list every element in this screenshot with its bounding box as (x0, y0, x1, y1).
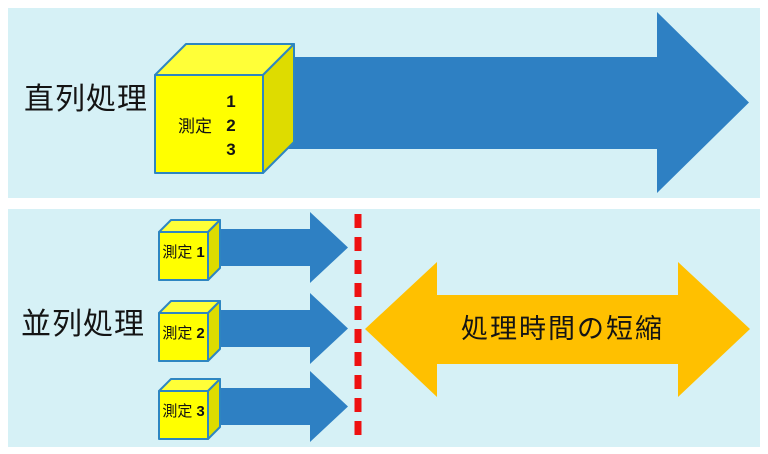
parallel-arrow-1 (214, 212, 348, 283)
serial-cube-number-2: 2 (226, 116, 236, 135)
parallel-arrow-2 (214, 293, 348, 364)
serial-cube-label: 測定 (178, 117, 212, 136)
parallel-row-2 (158, 293, 348, 364)
serial-cube-number-3: 3 (226, 140, 236, 159)
parallel-arrow-3 (214, 371, 348, 442)
parallel-cube-1-word: 測定 (162, 244, 193, 261)
time-reduction-label: 処理時間の短縮 (461, 314, 664, 344)
serial-cube-front-face (154, 74, 264, 174)
serial-cube (154, 43, 295, 174)
parallel-cube-3-number: 3 (196, 403, 205, 420)
parallel-cube-1-front-face (158, 231, 209, 281)
parallel-cube-2-front-face (158, 312, 209, 362)
parallel-row-1 (158, 212, 348, 283)
parallel-cube-2-word: 測定 (162, 325, 193, 342)
parallel-section-label: 並列処理 (21, 308, 145, 341)
time-reduction-arrow (365, 262, 750, 397)
parallel-row-3 (158, 371, 348, 442)
parallel-cube-3-front-face (158, 390, 209, 440)
serial-flow-arrow (240, 12, 749, 193)
serial-section-label: 直列処理 (24, 83, 148, 116)
serial-cube-number-1: 1 (226, 92, 236, 111)
parallel-cube-1-number: 1 (196, 244, 205, 261)
serial-cube-numbers: 1 2 3 (222, 90, 240, 162)
parallel-cube-3-word: 測定 (162, 403, 193, 420)
parallel-cube-2-number: 2 (196, 325, 205, 342)
